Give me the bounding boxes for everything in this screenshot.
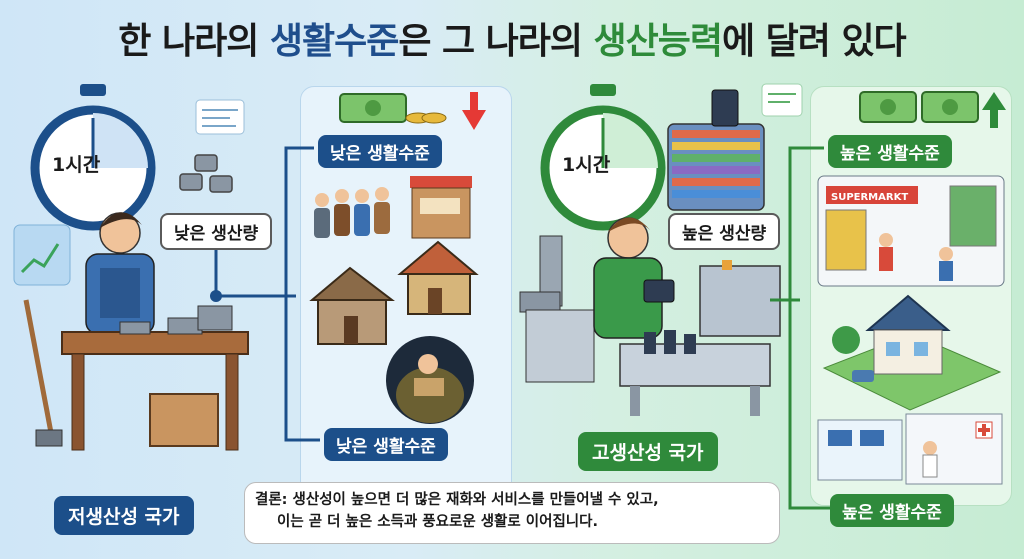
money-icon-left [339, 93, 447, 124]
robot-arm-icon [519, 235, 595, 383]
nice-house-icon [822, 294, 1002, 411]
hammer-icon-left [23, 299, 63, 447]
market-stall-icon [410, 176, 472, 239]
metal-parts-icon-left [179, 154, 233, 193]
timer-label-right: 1시간 [562, 154, 611, 176]
poor-house-icon-2 [397, 240, 479, 315]
living-standard-label-right-bottom: 높은 생활수준 [830, 494, 954, 527]
title-highlight-productivity: 생산능력 [593, 21, 723, 62]
title-part1: 한 나라의 [118, 21, 270, 62]
country-label-low-productivity: 저생산성 국가 [54, 496, 194, 535]
trend-chart-icon-left [13, 224, 71, 286]
connector-node-left [210, 290, 222, 302]
down-arrow-icon [462, 92, 486, 130]
poor-house-icon-1 [309, 266, 395, 345]
living-standard-label-right-top: 높은 생활수준 [828, 135, 952, 168]
title-part2: 은 그 나라의 [398, 21, 594, 62]
device-stack-icon [667, 89, 765, 211]
supermarket-sign-text: SUPERMARKT [831, 192, 908, 203]
living-standard-label-left-bottom: 낮은 생활수준 [324, 428, 448, 461]
office-clinic-icon [817, 413, 1003, 485]
output-label-right: 높은 생산량 [668, 213, 781, 250]
up-arrow-icon [982, 92, 1006, 128]
document-icon-right [761, 83, 803, 117]
country-label-high-productivity: 고생산성 국가 [578, 432, 718, 471]
conclusion-box: 결론: 생산성이 높으면 더 많은 재화와 서비스를 만들어낼 수 있고, 이는… [244, 482, 780, 544]
queue-people-icon [314, 187, 390, 238]
conclusion-line-1: 결론: 생산성이 높으면 더 많은 재화와 서비스를 만들어낼 수 있고, [255, 492, 659, 508]
output-label-left: 낮은 생산량 [160, 213, 273, 250]
worker-figure-right [593, 217, 675, 339]
worker-figure-left [85, 212, 155, 335]
document-icon-left [195, 99, 245, 135]
workbench-left [61, 305, 249, 451]
stopwatch-icon-left [30, 84, 156, 231]
timer-label-left: 1시간 [52, 154, 101, 176]
living-standard-label-left-top: 낮은 생활수준 [318, 135, 442, 168]
connector-lines-right [770, 146, 830, 510]
parts-box-left [149, 393, 219, 447]
supermarket-icon: SUPERMARKT [817, 175, 1005, 287]
production-machine-icon [619, 260, 781, 416]
stopwatch-icon-right [540, 84, 666, 231]
title-highlight-living-standard: 생활수준 [269, 21, 399, 62]
money-icon-right [859, 91, 979, 123]
page-title: 한 나라의 생활수준은 그 나라의 생산능력에 달려 있다 [0, 12, 1024, 64]
title-part3: 에 달려 있다 [722, 21, 907, 62]
conclusion-line-2: 이는 곧 더 높은 소득과 풍요로운 생활로 이어집니다. [277, 514, 598, 530]
child-reading-icon [386, 336, 474, 424]
